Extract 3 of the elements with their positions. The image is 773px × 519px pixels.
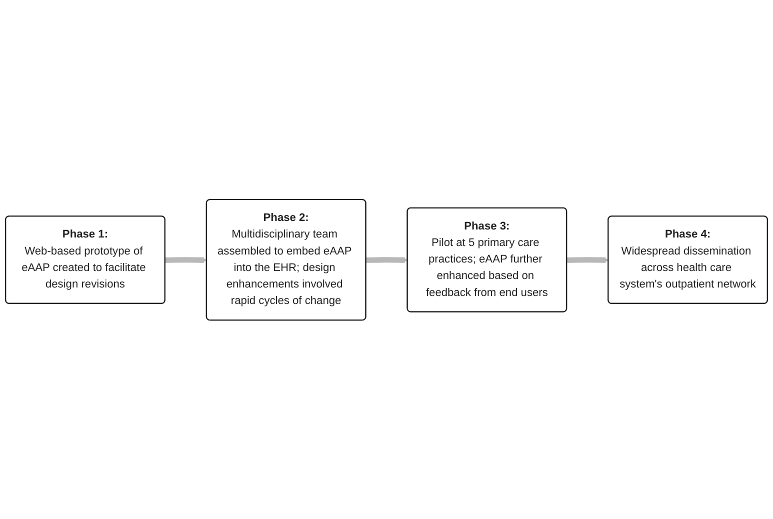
arrow [165, 256, 208, 263]
arrow [566, 256, 609, 263]
arrow [366, 256, 408, 263]
